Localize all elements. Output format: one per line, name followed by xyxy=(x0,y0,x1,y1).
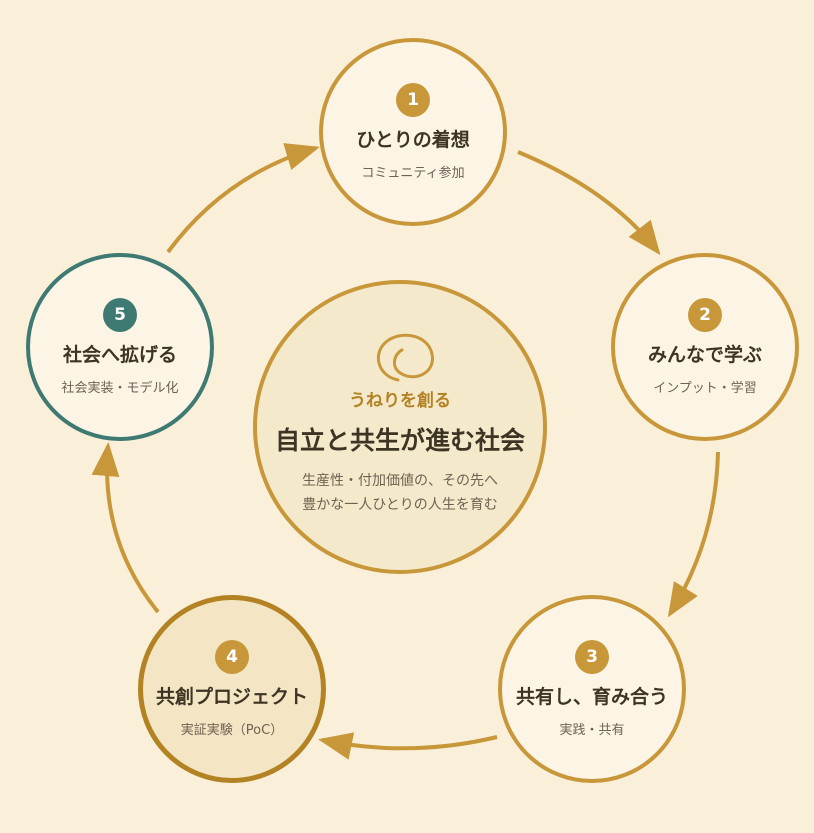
step-number-badge: 5 xyxy=(103,298,137,332)
swirl-icon xyxy=(376,333,434,382)
step-title: みんなで学ぶ xyxy=(647,344,762,366)
center-goal: うねりを創る 自立と共生が進む社会 生産性・付加価値の、その先へ 豊かな一人ひと… xyxy=(253,280,547,574)
step-subtitle: コミュニティ参加 xyxy=(361,166,465,181)
center-title: 自立と共生が進む社会 xyxy=(274,425,525,455)
step-number-badge: 2 xyxy=(688,298,722,332)
arrow-2-to-3 xyxy=(667,451,720,618)
step-title: 共有し、育み合う xyxy=(515,686,668,708)
center-description-line1: 生産性・付加価値の、その先へ xyxy=(302,472,498,489)
step-2-circle: 2 みんなで学ぶ インプット・学習 xyxy=(611,253,799,441)
step-4-circle: 4 共創プロジェクト 実証実験（PoC） xyxy=(138,595,326,783)
arrow-4-to-5 xyxy=(91,442,160,614)
step-number-badge: 1 xyxy=(396,83,430,117)
center-description-line2: 豊かな一人ひとりの人生を育む xyxy=(302,496,498,513)
step-title: ひとりの着想 xyxy=(356,129,470,151)
step-number-badge: 4 xyxy=(215,640,249,674)
step-title: 共創プロジェクト xyxy=(155,686,308,708)
step-number-badge: 3 xyxy=(575,640,609,674)
step-subtitle: 社会実装・モデル化 xyxy=(61,381,179,396)
step-subtitle: 実践・共有 xyxy=(559,723,625,738)
step-subtitle: 実証実験（PoC） xyxy=(180,723,284,738)
step-1-circle: 1 ひとりの着想 コミュニティ参加 xyxy=(319,38,507,226)
arrow-3-to-4 xyxy=(318,732,498,760)
step-3-circle: 3 共有し、育み合う 実践・共有 xyxy=(498,595,686,783)
step-title: 社会へ拡げる xyxy=(62,344,177,366)
arrow-5-to-1 xyxy=(166,143,320,254)
arrow-1-to-2 xyxy=(517,150,661,256)
step-5-circle: 5 社会へ拡げる 社会実装・モデル化 xyxy=(26,253,214,441)
step-subtitle: インプット・学習 xyxy=(653,381,757,396)
center-subtitle: うねりを創る xyxy=(349,390,451,411)
